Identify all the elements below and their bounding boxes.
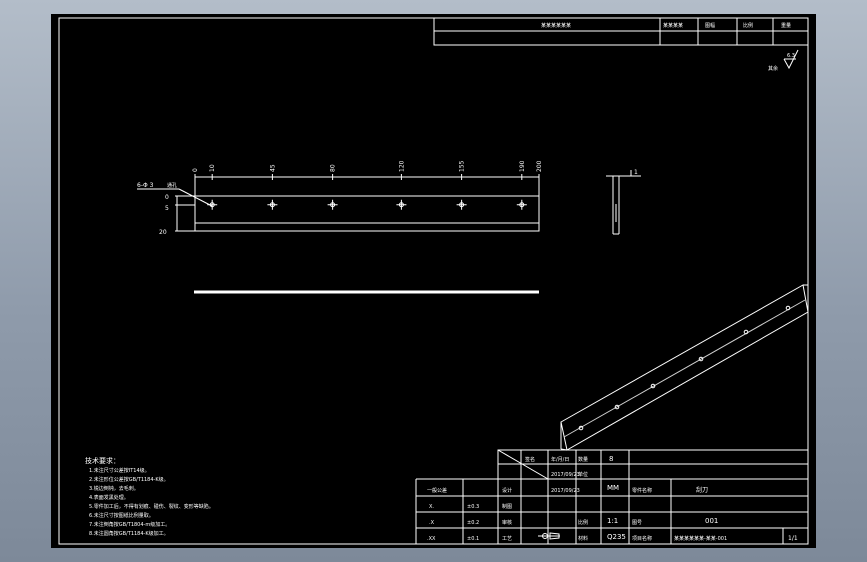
roughness-label: 其余	[768, 65, 778, 72]
drawing-frame	[58, 17, 809, 545]
qty-label: 数量	[578, 456, 588, 463]
tol-val-1: ±0.2	[467, 520, 479, 526]
material-value: Q235	[607, 533, 626, 541]
title-block: 设计 制图 审核 工艺 签名 年/月/日 2017/09/23 2017/09/…	[415, 449, 809, 545]
tol-key-1: .X	[429, 520, 435, 526]
hole-tag: 通孔	[167, 182, 177, 189]
side-view[interactable]: 1	[606, 169, 641, 235]
tech-note-line: 3.锐边倒钝，去毛刺。	[89, 485, 139, 492]
tech-notes-title: 技术要求：	[85, 456, 120, 465]
dwg-no: 001	[705, 517, 718, 525]
x-dim-label: 0	[192, 168, 199, 172]
tech-note-line: 7.未注倒角按GB/T1804-m级加工。	[89, 521, 170, 528]
tol-val-0: ±0.3	[467, 504, 479, 510]
tol-key-0: X.	[429, 504, 434, 510]
projection-symbol	[538, 532, 560, 540]
row-label-draw: 制图	[502, 503, 512, 510]
unit-value: MM	[607, 484, 619, 492]
top-col-1: 某某某某	[663, 23, 683, 29]
dwg-no-label: 图号	[632, 520, 642, 526]
date-2: 2017/09/23	[551, 488, 580, 494]
side-dim: 1	[634, 169, 638, 176]
x-dim-label: 80	[330, 164, 337, 172]
hole	[207, 199, 218, 210]
y-dim-20: 20	[159, 229, 167, 236]
hole	[456, 199, 467, 210]
x-dim-label: 120	[398, 160, 405, 172]
roughness-symbol: 其余 6.3	[768, 49, 799, 72]
hole-note: 6-Φ 3	[137, 182, 154, 189]
y-dim-5: 5	[165, 205, 169, 212]
tech-note-line: 2.未注形位公差按GB/T1184-K级。	[89, 476, 169, 483]
project-label: 项目名称	[632, 535, 652, 542]
part-name: 刮刀	[696, 486, 708, 494]
tol-val-2: ±0.1	[467, 536, 479, 542]
part-name-label: 零件名称	[632, 487, 652, 494]
tech-note-line: 5.零件加工后，不得有划痕、碰伤、裂纹、变形等缺陷。	[89, 503, 214, 510]
y-dim-0: 0	[165, 194, 169, 201]
top-col-4: 重量	[781, 22, 791, 29]
scale-value: 1:1	[607, 517, 618, 525]
qty-value: 8	[609, 455, 613, 463]
scale-label: 比例	[578, 519, 588, 526]
row-label-check: 审核	[502, 519, 512, 526]
x-dim-label: 10	[209, 164, 216, 172]
tech-note-line: 8.未注圆角按GB/T1184-K级加工。	[89, 530, 169, 537]
top-title-text: 某某某某某某	[541, 23, 571, 29]
x-dim-label: 200	[536, 160, 543, 172]
hole	[327, 199, 338, 210]
top-col-3: 比例	[743, 22, 753, 29]
header-sign: 签名	[525, 456, 535, 463]
x-dim-label: 190	[519, 160, 526, 172]
part-outline	[194, 195, 540, 232]
x-dim-label: 155	[459, 160, 466, 172]
tech-note-line: 1.未注尺寸公差按IT14级。	[89, 467, 150, 474]
tol-key-2: .XX	[427, 536, 436, 542]
hole	[396, 199, 407, 210]
tech-note-line: 4.表面发黑处理。	[89, 494, 129, 501]
x-dim-label: 45	[269, 164, 276, 172]
roughness-value: 6.3	[787, 53, 795, 59]
row-label-process: 工艺	[502, 536, 512, 542]
top-title-block: 某某某某某某 某某某某 图幅 比例 重量	[433, 17, 809, 46]
unit-label: 单位	[578, 471, 588, 478]
tol-header: 一般公差	[427, 487, 447, 494]
material-label: 材料	[578, 535, 588, 542]
hole	[516, 199, 527, 210]
hole	[267, 199, 278, 210]
page-number: 1/1	[788, 535, 798, 542]
top-col-2: 图幅	[705, 22, 715, 29]
date-1: 2017/09/23	[551, 472, 580, 478]
isometric-view[interactable]	[560, 284, 809, 451]
row-label-design: 设计	[502, 487, 512, 494]
header-date: 年/月/日	[551, 456, 569, 463]
project-name: 某某某某某某-某某-001	[674, 536, 727, 542]
tech-notes: 技术要求： 1.未注尺寸公差按IT14级。 2.未注形位公差按GB/T1184-K…	[85, 456, 214, 537]
front-view[interactable]: 6-Φ 3 通孔 0 10 45 80 120 155 190 200 0 5 20	[137, 160, 543, 236]
tech-note-line: 6.未注尺寸按图纸比例量取。	[89, 512, 154, 519]
